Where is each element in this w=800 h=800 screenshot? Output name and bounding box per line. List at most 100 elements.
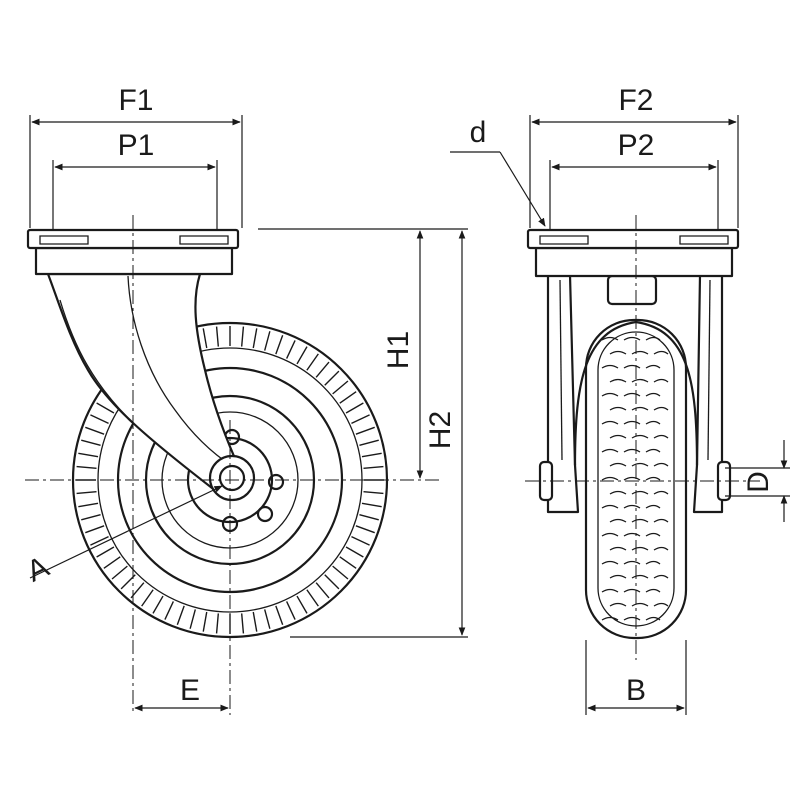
front-tread-lug <box>609 434 669 439</box>
hub-bolt <box>267 473 285 491</box>
label-e: E <box>180 674 200 707</box>
front-tread-lug <box>601 448 661 453</box>
tread-rib <box>252 328 258 349</box>
front-tread-lug <box>609 378 669 383</box>
tread-rib <box>332 565 349 580</box>
tread-rib <box>332 380 349 395</box>
tread-rib <box>164 601 175 620</box>
mount-slot <box>179 235 229 245</box>
front-tread-lug <box>609 462 669 467</box>
tread-rib <box>264 609 271 629</box>
axle <box>218 464 246 492</box>
front-tread-lug <box>601 616 661 621</box>
tread-rib <box>76 465 97 470</box>
front-tread-lug <box>601 588 661 593</box>
tread-rib <box>285 601 296 620</box>
top-plate-body <box>34 246 234 276</box>
label-f1: F1 <box>118 84 153 117</box>
leader-d <box>499 151 546 227</box>
tread-rib <box>275 335 284 355</box>
tread-rib <box>96 546 115 558</box>
label-p2: P2 <box>618 129 655 162</box>
tread-rib <box>189 609 196 629</box>
front-tread-lug <box>601 336 661 341</box>
front-dimensions: F2 P2 d D B <box>450 84 790 715</box>
front-tread-lug <box>609 490 669 495</box>
label-h1: H1 <box>382 331 415 369</box>
fork-arm-edge <box>59 299 131 421</box>
tread-rib <box>81 439 101 446</box>
tread-rib <box>240 613 245 634</box>
tread-rib <box>285 340 296 359</box>
tread-rib <box>90 535 109 546</box>
tread-rib <box>215 326 220 347</box>
tread-rib <box>339 556 357 569</box>
front-tread-lug <box>601 420 661 425</box>
tread-rib <box>176 605 185 625</box>
front-tread-lug <box>601 560 661 565</box>
tread-rib <box>363 490 384 495</box>
tread-rib <box>85 426 105 435</box>
front-tread <box>601 336 669 621</box>
label-d: d <box>470 116 487 149</box>
tread-rib <box>141 589 154 607</box>
front-tread-lug <box>601 476 661 481</box>
tread-rib <box>111 565 128 580</box>
label-p1: P1 <box>118 129 155 162</box>
front-tread-lug <box>609 574 669 579</box>
tread-rib <box>306 353 319 371</box>
tread-ribs <box>76 326 384 634</box>
leader-a <box>29 485 223 579</box>
front-tread-lug <box>609 350 669 355</box>
tread-rib <box>76 490 97 495</box>
tread-rib <box>78 502 99 508</box>
tread-rib <box>315 361 330 378</box>
tread-rib <box>351 414 370 425</box>
kingpin-nut <box>606 274 658 306</box>
front-tread-lug <box>609 546 669 551</box>
tread-rib <box>339 391 357 404</box>
label-h2: H2 <box>424 411 457 449</box>
tread-rib <box>78 452 99 458</box>
tread-rib <box>306 589 319 607</box>
side-view <box>25 215 440 715</box>
fork-arm-edge <box>127 275 233 467</box>
tread-rib <box>90 414 109 425</box>
tread-rib <box>355 426 375 435</box>
tread-rib <box>359 514 379 521</box>
mount-slot <box>539 235 589 245</box>
tread-rib <box>359 439 379 446</box>
front-tread-lug <box>609 602 669 607</box>
front-tread-lug <box>609 518 669 523</box>
label-b: B <box>626 674 646 707</box>
front-tread-lug <box>601 532 661 537</box>
front-view <box>525 215 760 660</box>
tread-rib <box>264 331 271 351</box>
tread-rib <box>324 370 340 386</box>
front-plate-body <box>534 246 734 278</box>
front-top-plate <box>526 228 740 250</box>
tread-rib <box>103 556 121 569</box>
tread-rib <box>240 326 245 347</box>
tread-rib <box>296 346 308 365</box>
tread-rib <box>152 595 164 614</box>
tread-rib <box>345 546 364 558</box>
tread-rib <box>85 525 105 534</box>
tread-rib <box>252 611 258 632</box>
front-tread-lug <box>609 406 669 411</box>
tread-rib <box>351 535 370 546</box>
front-tread-lug <box>601 392 661 397</box>
tread-rib <box>361 452 382 458</box>
tread-rib <box>324 574 340 590</box>
tread-rib <box>96 402 115 414</box>
tread-rib <box>315 582 330 599</box>
front-tread-lug <box>601 504 661 509</box>
side-dimensions: F1 P1 H1 H2 A E <box>22 84 468 712</box>
tread-rib <box>296 595 308 614</box>
tread-rib <box>355 525 375 534</box>
tread-rib <box>202 328 208 349</box>
label-f2: F2 <box>618 84 653 117</box>
hub-bolt <box>256 505 274 523</box>
mount-slot <box>679 235 729 245</box>
